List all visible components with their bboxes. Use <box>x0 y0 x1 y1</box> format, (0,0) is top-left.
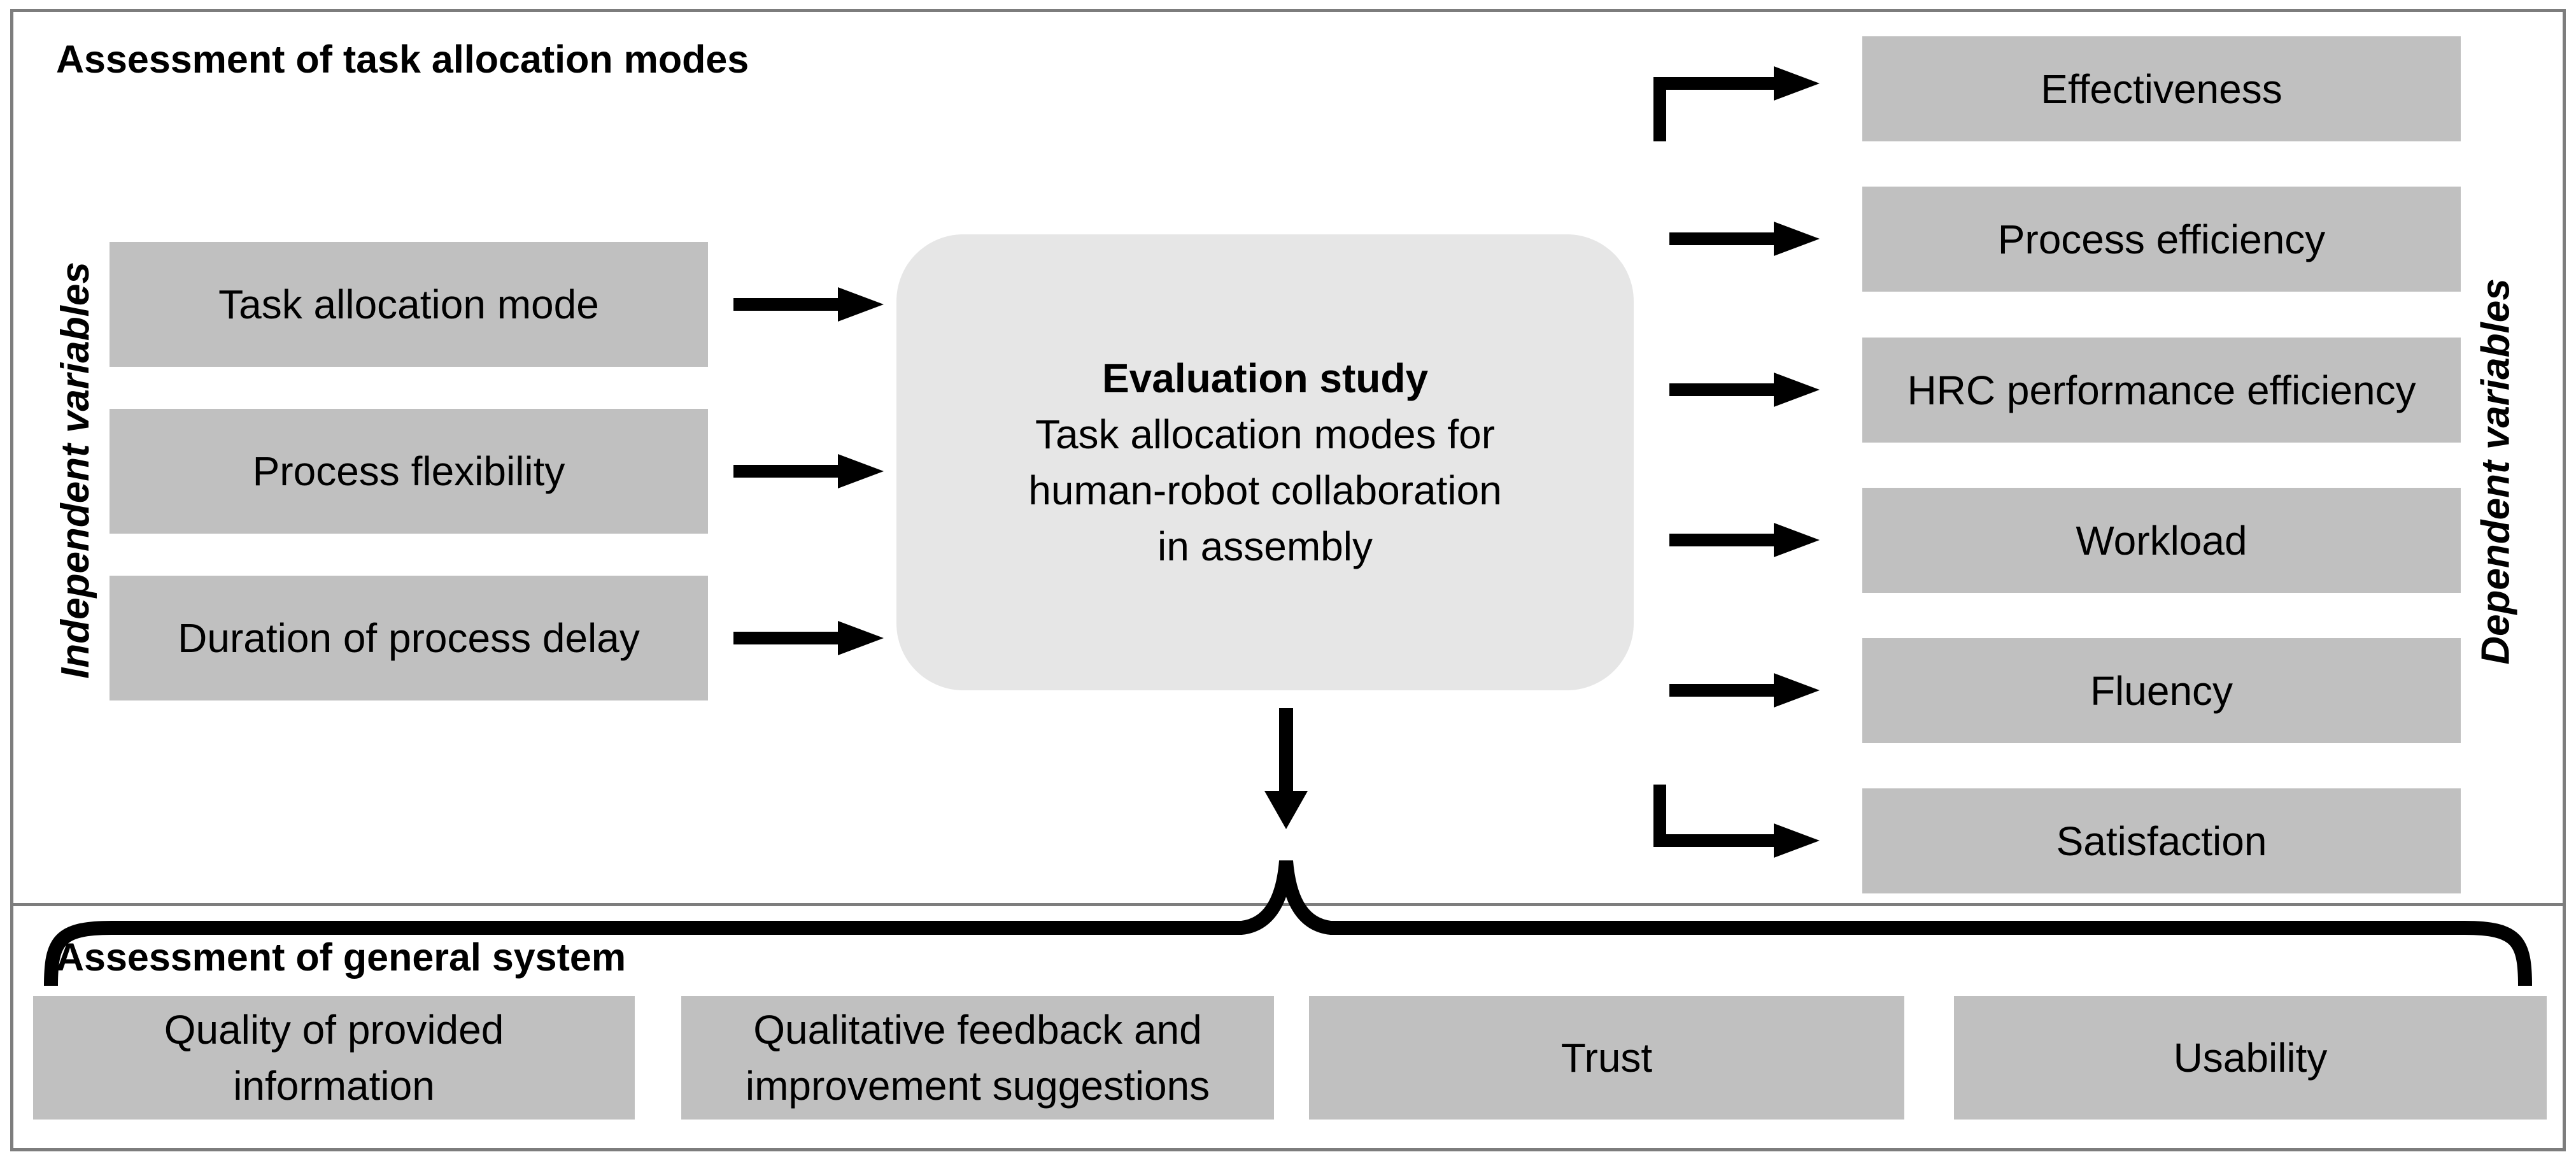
box-label: Satisfaction <box>2056 818 2267 864</box>
evaluation-study-line: in assembly <box>1157 523 1373 569</box>
box-label-line: improvement suggestions <box>745 1063 1210 1109</box>
box-quality-of-provided-information: Quality of provided information <box>33 996 635 1120</box>
box-label: Effectiveness <box>2041 66 2282 112</box>
box-label-line: Quality of provided <box>164 1007 504 1053</box>
bottom-section-title: Assessment of general system <box>56 935 626 979</box>
box-label: HRC performance efficiency <box>1907 367 2416 413</box>
box-label: Process efficiency <box>1997 216 2326 262</box>
box-workload: Workload <box>1862 488 2461 593</box>
dependent-variables-label-text: Dependent variables <box>2473 278 2518 665</box>
top-section-title: Assessment of task allocation modes <box>56 38 749 81</box>
box-effectiveness: Effectiveness <box>1862 36 2461 141</box>
box-label: Duration of process delay <box>178 615 640 661</box>
box-label: Process flexibility <box>252 448 565 494</box>
box-label-line: Trust <box>1560 1035 1653 1081</box>
box-process-flexibility: Process flexibility <box>110 409 708 534</box>
box-hrc-performance-efficiency: HRC performance efficiency <box>1862 338 2461 443</box>
box-label: Fluency <box>2090 667 2233 714</box>
independent-variables-label-text: Independent variables <box>53 261 97 679</box>
outer-frame <box>10 9 2566 1151</box>
box-fluency: Fluency <box>1862 638 2461 743</box>
box-evaluation-study: Evaluation study Task allocation modes f… <box>896 234 1634 690</box>
box-label: Workload <box>2076 517 2247 564</box>
box-label-line: Qualitative feedback and <box>753 1007 1202 1053</box>
section-divider-line <box>10 903 2566 906</box>
box-task-allocation-mode: Task allocation mode <box>110 242 708 367</box>
box-satisfaction: Satisfaction <box>1862 788 2461 893</box>
box-label: Task allocation mode <box>218 281 599 327</box>
evaluation-study-line: Task allocation modes for <box>1035 411 1496 457</box>
box-qualitative-feedback: Qualitative feedback and improvement sug… <box>681 996 1274 1120</box>
box-label-line: Usability <box>2173 1035 2328 1081</box>
box-duration-of-process-delay: Duration of process delay <box>110 576 708 700</box>
evaluation-study-line: human-robot collaboration <box>1028 467 1502 513</box>
box-label-line: information <box>233 1063 435 1109</box>
box-process-efficiency: Process efficiency <box>1862 187 2461 292</box>
dependent-variables-label: Dependent variables <box>2445 236 2547 707</box>
box-trust: Trust <box>1309 996 1904 1120</box>
box-usability: Usability <box>1954 996 2547 1120</box>
evaluation-study-title: Evaluation study <box>1101 355 1429 401</box>
